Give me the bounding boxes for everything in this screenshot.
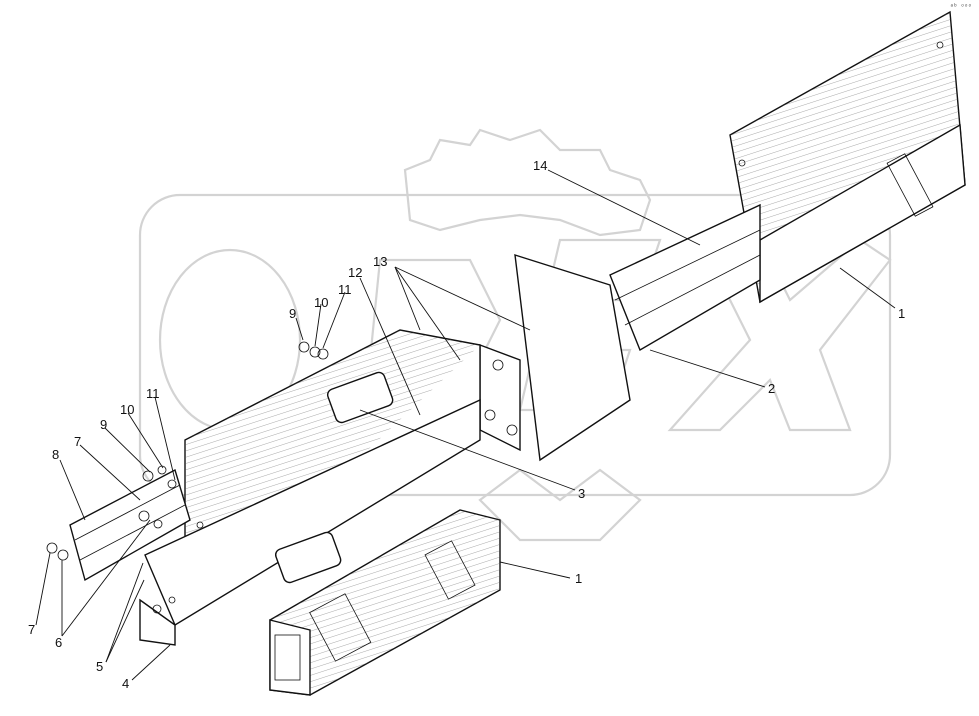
callout-7-upper: 7 (74, 434, 81, 449)
callout-6: 6 (55, 635, 62, 650)
fasteners-9-10-11-upper (298, 341, 329, 360)
part-4-main-beam (139, 329, 481, 646)
callout-13: 13 (373, 254, 387, 269)
callout-9-upper: 9 (289, 306, 296, 321)
callout-5: 5 (96, 659, 103, 674)
callout-8: 8 (52, 447, 59, 462)
part-8-end-channel (69, 465, 191, 582)
part-13-bracket (479, 254, 631, 462)
callout-3: 3 (578, 486, 585, 501)
callout-10-upper: 10 (314, 295, 328, 310)
callout-9-left: 9 (100, 417, 107, 432)
leader-lines (35, 169, 896, 681)
corner-stamp: ᵃᵇ ᵒᵒᵒ (950, 3, 972, 10)
callout-14: 14 (533, 158, 547, 173)
callout-11-upper: 11 (338, 282, 352, 297)
callout-4: 4 (122, 676, 129, 691)
callout-1-lower: 1 (575, 571, 582, 586)
part-2-beam (609, 203, 761, 352)
part-1-upper-plate (729, 10, 966, 304)
callout-2: 2 (768, 381, 775, 396)
part-1-lower-housing (269, 509, 501, 696)
callout-7-lower: 7 (28, 622, 35, 637)
callout-labels: 1 2 3 1 4 5 6 7 8 7 9 10 11 9 10 11 12 1… (28, 3, 972, 691)
callout-12: 12 (348, 265, 362, 280)
callout-1-upper: 1 (898, 306, 905, 321)
callout-10-left: 10 (120, 402, 134, 417)
callout-11-left: 11 (146, 386, 160, 401)
fasteners-6-7-lower (46, 542, 69, 561)
